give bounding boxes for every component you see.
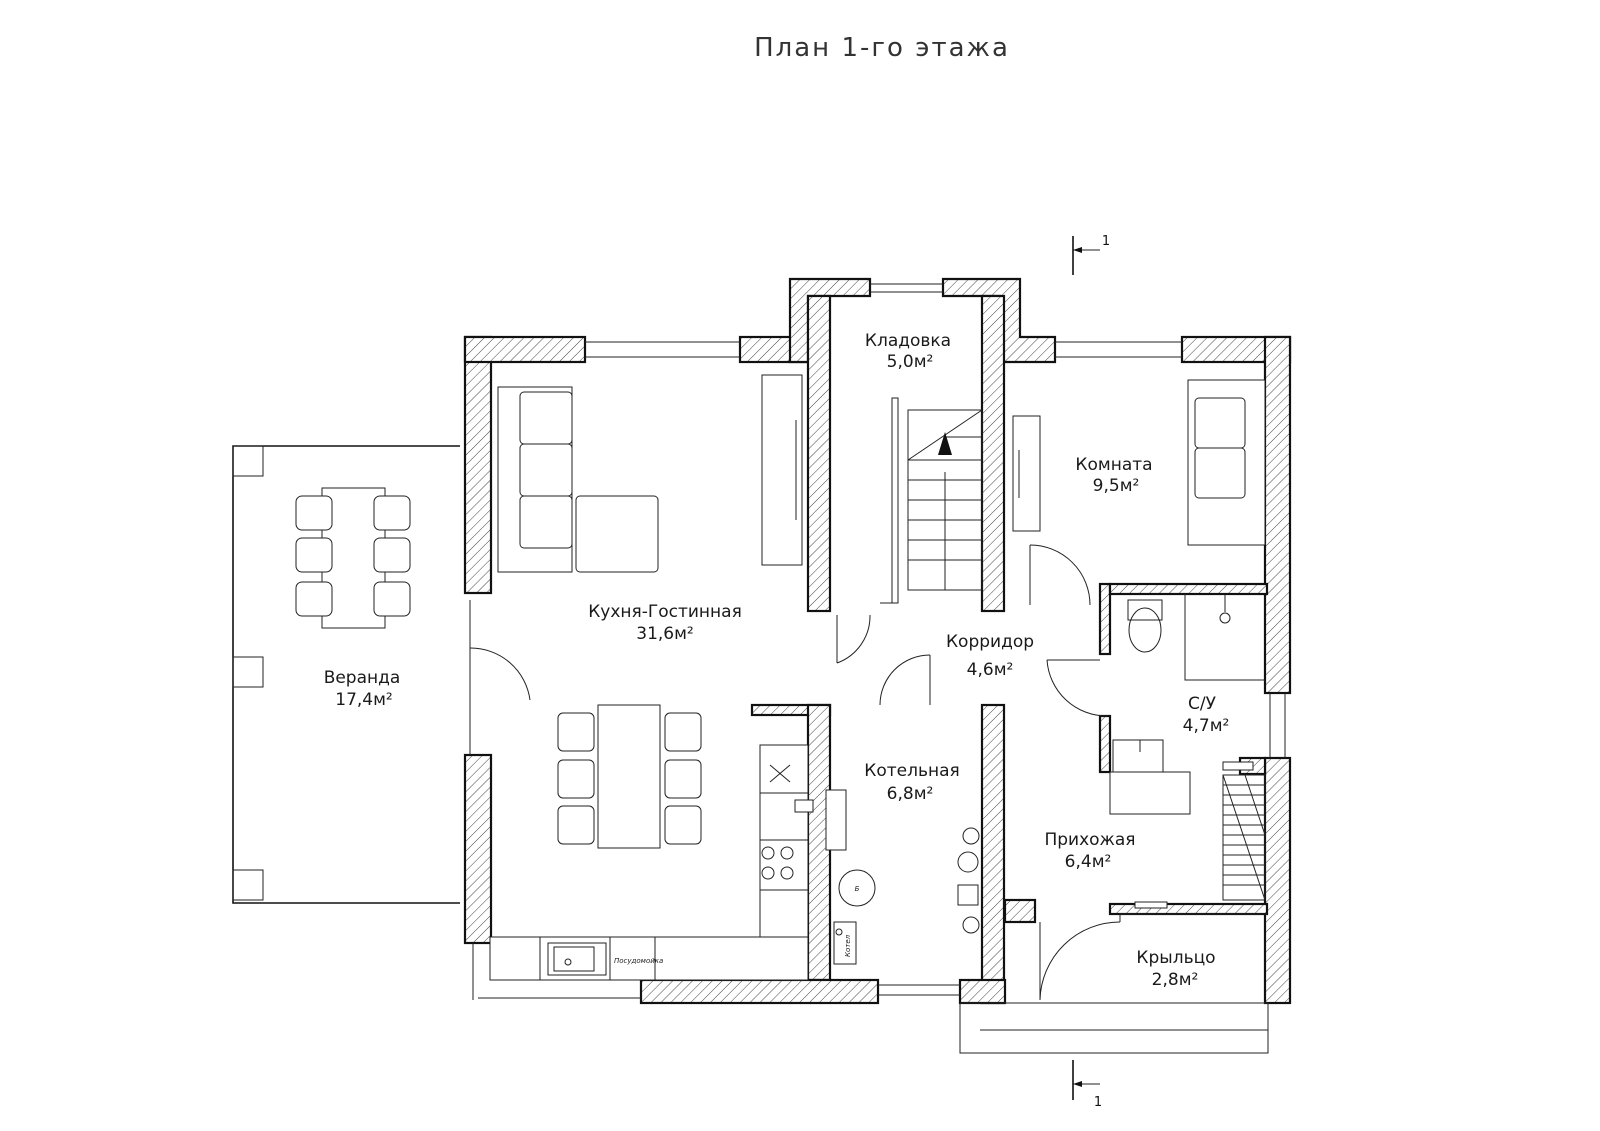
section-marker-top [1072, 236, 1100, 275]
room-area: 2,8м² [1152, 970, 1199, 990]
plan-title: План 1-го этажа [754, 33, 1010, 63]
room-area: 4,7м² [1183, 716, 1230, 736]
room-komnata: Комната 9,5м² [1075, 455, 1152, 496]
hallway-furniture [1109, 771, 1266, 909]
doors [469, 544, 1121, 1001]
room-name: Комната [1075, 455, 1152, 475]
room-area: 6,8м² [887, 784, 934, 804]
room-kotelnaya: Котельная 6,8м² [864, 761, 959, 804]
tv-cabinet [761, 374, 803, 566]
room-name: Прихожая [1044, 830, 1135, 850]
room-veranda: Веранда 17,4м² [324, 668, 401, 710]
room-area: 6,4м² [1065, 852, 1112, 872]
room-area: 5,0м² [887, 352, 934, 372]
section-label-bottom: 1 [1094, 1095, 1102, 1110]
room-name: Корридор [946, 632, 1034, 652]
room-kuhnya-gostinnaya: Кухня-Гостинная 31,6м² [588, 602, 742, 644]
dining-set [557, 704, 702, 849]
room-furniture [1012, 379, 1266, 546]
staircase [880, 397, 983, 604]
veranda-area [232, 445, 460, 904]
veranda-chairs [295, 495, 411, 617]
room-name: Кухня-Гостинная [588, 602, 742, 622]
room-name: С/У [1188, 694, 1217, 714]
bathroom-fixtures [1112, 594, 1265, 773]
boiler-room-equipment [833, 827, 980, 965]
room-name: Котельная [864, 761, 959, 781]
windows [469, 283, 1286, 1000]
kitchen-units [489, 744, 847, 981]
room-name: Веранда [324, 668, 401, 688]
section-label-top: 1 [1102, 234, 1110, 249]
room-area: 31,6м² [636, 624, 694, 644]
dishwasher-label: Посудомойка [614, 957, 663, 965]
room-name: Кладовка [865, 331, 951, 351]
room-area: 9,5м² [1093, 476, 1140, 496]
sofa-corner [497, 386, 659, 573]
room-area: 17,4м² [335, 690, 393, 710]
room-prihozhaya: Прихожая 6,4м² [1044, 830, 1135, 872]
walls [463, 277, 1292, 1005]
room-name: Крыльцо [1136, 948, 1215, 968]
room-area: 4,6м² [967, 660, 1014, 680]
room-su: С/У 4,7м² [1183, 694, 1230, 736]
room-koridor: Корридор 4,6м² [946, 632, 1034, 680]
section-marker-bottom [1072, 1060, 1100, 1100]
porch-outline [959, 913, 1269, 1054]
boiler-label: Котел [844, 934, 852, 957]
room-krylco: Крыльцо 2,8м² [1136, 948, 1215, 990]
tank-label: Б [855, 885, 860, 893]
room-kladovka: Кладовка 5,0м² [865, 331, 951, 372]
